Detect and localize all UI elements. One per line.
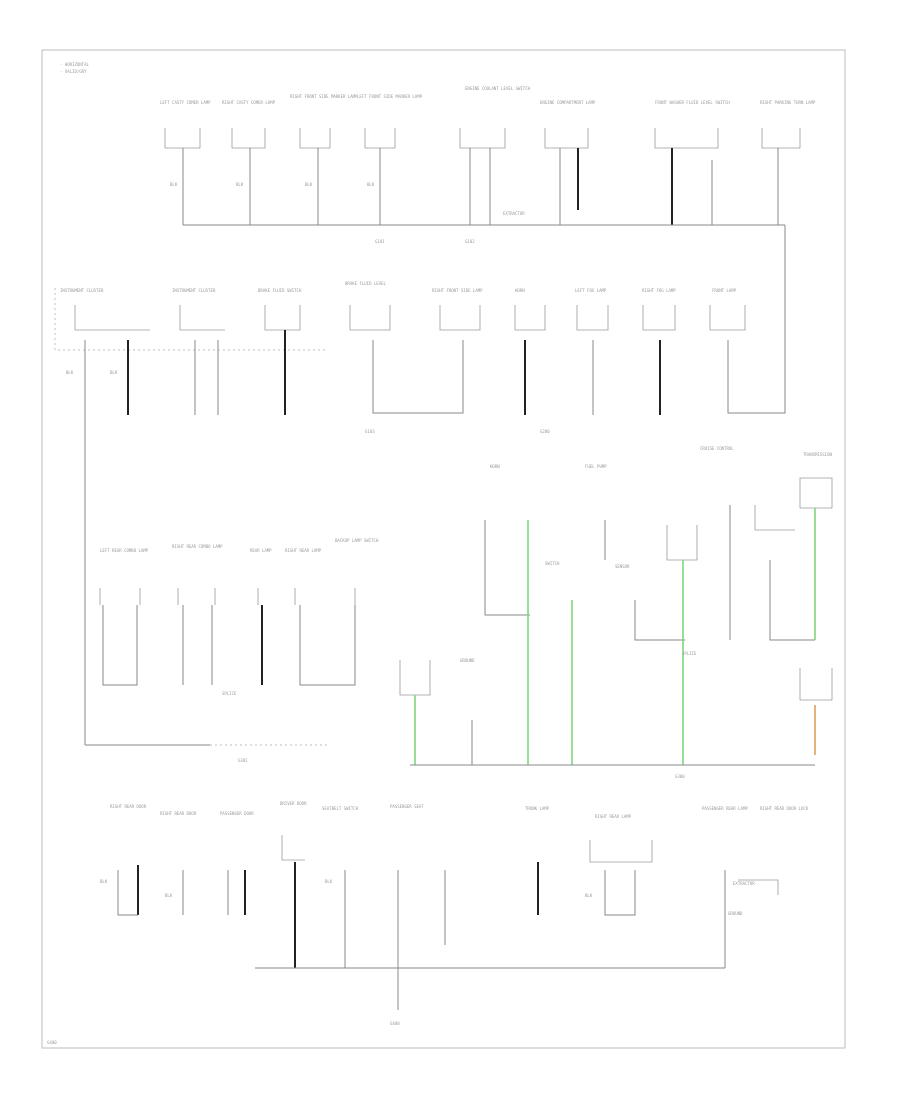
- ground-g400: G400: [390, 1021, 400, 1026]
- bottom-label-2: RIGHT REAR DOOR: [160, 811, 197, 816]
- row2-label-5: RIGHT FRONT SIDE LAMP: [432, 288, 483, 293]
- wire-code-t1: BLK: [170, 182, 178, 187]
- row3-label-4: RIGHT REAR LAMP: [285, 548, 322, 553]
- ground-g200: G200: [540, 429, 550, 434]
- row2-label-7: LEFT FOG LAMP: [575, 288, 607, 293]
- top-label-6: ENGINE COMPARTMENT LAMP: [540, 100, 596, 105]
- row2-label-6: HORN: [515, 288, 525, 293]
- mid-label-3: CRUISE CONTROL: [700, 446, 734, 451]
- mid-label-2: FUEL PUMP: [585, 464, 607, 469]
- top-label-1: LEFT CASTY COMER LAMP: [160, 100, 211, 105]
- ground-g101: G101: [375, 239, 385, 244]
- bottom-label-6: PASSENGER SEAT: [390, 804, 424, 809]
- row2-label-2: INSTRUMENT CLUSTER: [172, 288, 216, 293]
- wire-code-t2: BLK: [236, 182, 244, 187]
- ground-g102: G102: [465, 239, 475, 244]
- note-splice-1: SPLICE: [682, 651, 697, 656]
- mid-label-5: SWITCH: [545, 561, 560, 566]
- bottom-label-3: PASSENGER DOOR: [220, 811, 254, 816]
- top-label-7: FRONT WASHER FLUID LEVEL SWITCH: [655, 100, 730, 105]
- row2-label-3: BRAKE FLUID SWITCH: [258, 288, 302, 293]
- top-row: LEFT CASTY COMER LAMP RIGHT CASTY COMER …: [160, 86, 816, 370]
- note-extractor-1: EXTRACTOR: [503, 211, 525, 216]
- top-label-3: RIGHT FRONT SIDE MARKER LAMP: [290, 94, 358, 99]
- bottom-label-8: RIGHT REAR LAMP: [595, 814, 632, 819]
- legend-line-2: - VALID/GRY: [60, 69, 87, 74]
- row2-label-9: FRONT LAMP: [712, 288, 737, 293]
- row3-label-1: LEFT REAR COMBO LAMP: [100, 548, 149, 553]
- row2-label-1: INSTRUMENT CLUSTER: [60, 288, 104, 293]
- row3-label-3: REAR LAMP: [250, 548, 272, 553]
- wire-code-t4: BLK: [367, 182, 375, 187]
- note-splice-2: SPLICE: [222, 691, 237, 696]
- wire-code-b4: BLK: [585, 893, 593, 898]
- wire-code-r2-2: BLK: [110, 370, 118, 375]
- third-row: LEFT REAR COMBO LAMP RIGHT REAR COMBO LA…: [85, 538, 379, 763]
- wire-code-b1: BLK: [100, 879, 108, 884]
- diagram-frame: [41, 49, 846, 1049]
- bottom-label-10: RIGHT REAR DOOR LOCK: [760, 806, 809, 811]
- wire-code-b3: BLK: [325, 879, 333, 884]
- bottom-label-7: TRUNK LAMP: [525, 806, 550, 811]
- row3-label-5: BACKUP LAMP SWITCH: [335, 538, 379, 543]
- mid-label-6: SENSOR: [615, 564, 630, 569]
- row2-label-4: BRAKE FLUID LEVEL: [345, 281, 387, 286]
- mid-label-1: HORN: [490, 464, 500, 469]
- row2-label-8: RIGHT FOG LAMP: [642, 288, 676, 293]
- ground-g301: G301: [238, 758, 248, 763]
- ground-g300: G300: [675, 774, 685, 779]
- legend-line-1: - HORIZONTAL: [60, 62, 89, 67]
- mid-right-cluster: HORN FUEL PUMP CRUISE CONTROL TRANSMISSI…: [399, 446, 832, 779]
- diagram-footer: G400: [47, 1040, 57, 1045]
- top-label-4: LEFT FRONT SIDE MARKER LAMP: [357, 94, 423, 99]
- wire-code-r2-1: BLK: [66, 370, 74, 375]
- mid-label-4: TRANSMISSION: [803, 452, 832, 457]
- bottom-label-9: PASSENGER REAR LAMP: [702, 806, 748, 811]
- note-ground-1: GROUND: [460, 658, 475, 663]
- wire-code-t3: BLK: [305, 182, 313, 187]
- bottom-label-5: SEATBELT SWITCH: [322, 806, 359, 811]
- ground-g103: G103: [365, 429, 375, 434]
- second-row: INSTRUMENT CLUSTER INSTRUMENT CLUSTER BR…: [54, 281, 786, 745]
- top-label-8: RIGHT PARKING TURN LAMP: [760, 100, 816, 105]
- row3-label-2: RIGHT REAR COMBO LAMP: [172, 544, 223, 549]
- top-label-5: ENGINE COOLANT LEVEL SWITCH: [465, 86, 531, 91]
- bottom-row: RIGHT REAR DOOR RIGHT REAR DOOR PASSENGE…: [100, 801, 809, 1026]
- note-ground-2: GROUND: [728, 911, 743, 916]
- wire-code-b2: BLK: [165, 893, 173, 898]
- note-extractor-2: EXTRACTOR: [733, 881, 755, 886]
- bottom-label-1: RIGHT REAR DOOR: [110, 804, 147, 809]
- bottom-label-4: DRIVER DOOR: [280, 801, 307, 806]
- top-label-2: RIGHT CASTY COMER LAMP: [222, 100, 276, 105]
